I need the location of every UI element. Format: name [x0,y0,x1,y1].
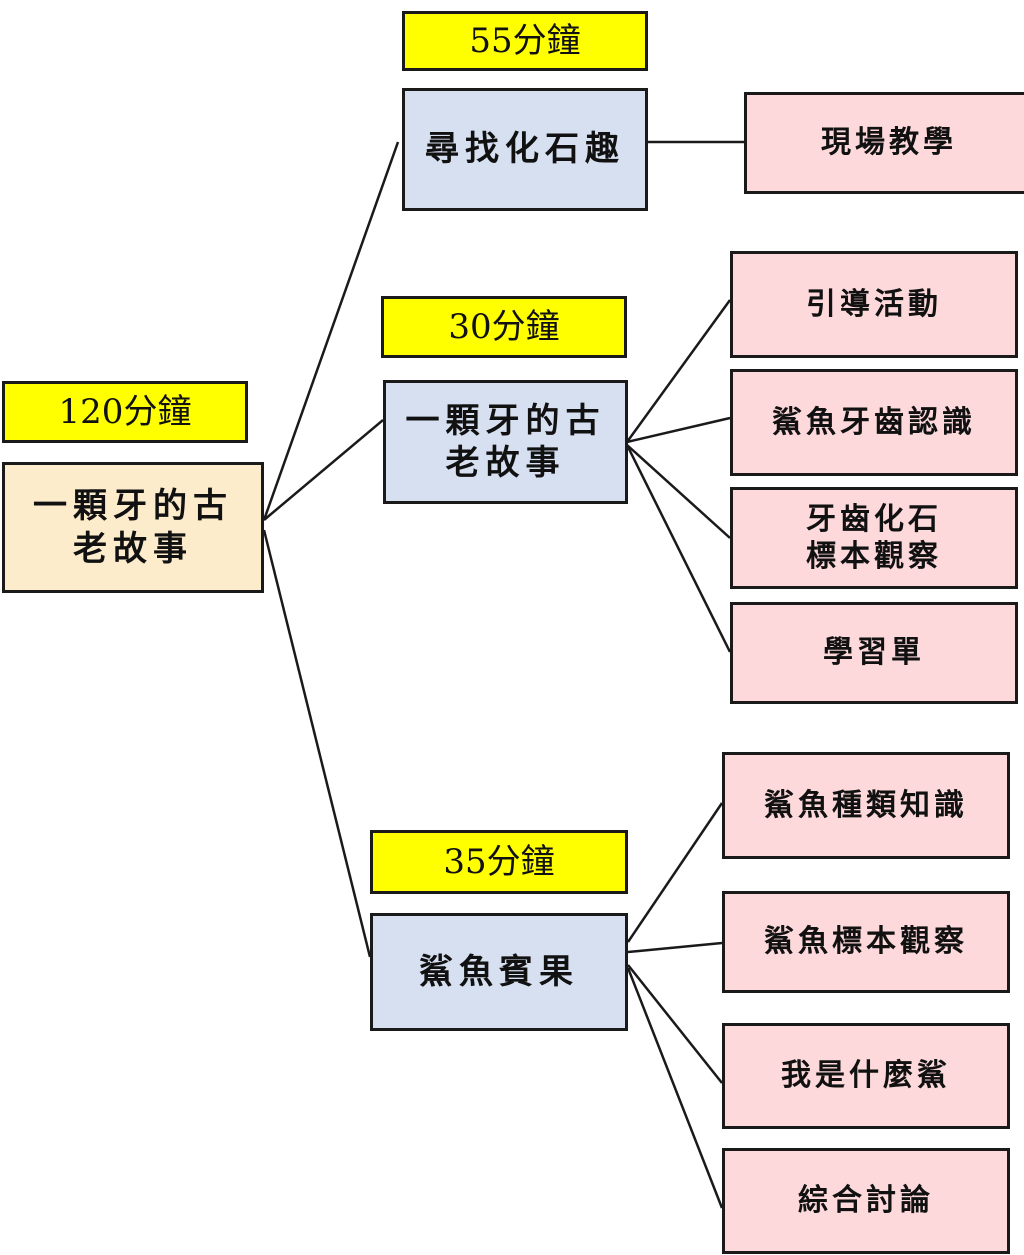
leaf-node-label: 現場教學 [821,125,957,161]
root-node: 一顆牙的古 老故事 [2,462,264,593]
branch-to-leaf-connector [626,416,731,444]
leaf-node-label: 鯊魚牙齒認識 [772,404,976,440]
leaf-node-label: 鯊魚標本觀察 [764,924,968,960]
branch-node-label: 鯊魚賓果 [419,951,579,992]
branch-to-leaf-connector [625,299,732,443]
branch-to-leaf-connector [626,802,724,943]
leaf-node: 引導活動 [730,251,1018,358]
leaf-node-label: 我是什麼鯊 [781,1058,951,1094]
branch-duration-text: 35分鐘 [443,841,555,882]
leaf-node: 我是什麼鯊 [722,1023,1010,1129]
branch-to-leaf-connector [625,444,732,653]
branch-to-leaf-connector [627,964,723,1084]
branch-node-label: 一顆牙的古 老故事 [405,400,606,484]
leaf-node-label: 牙齒化石 標本觀察 [806,501,942,575]
branch-to-leaf-connector [626,967,724,1209]
branch-node-shark-bingo: 鯊魚賓果 [370,913,628,1031]
leaf-node: 牙齒化石 標本觀察 [730,487,1018,589]
root-to-branch-connector [263,419,384,521]
root-to-branch-connector [262,529,372,958]
branch-duration-badge: 30分鐘 [381,296,627,358]
branch-to-leaf-connector [626,444,731,539]
leaf-node: 綜合討論 [722,1148,1010,1254]
branch-node-fossil-hunt: 尋找化石趣 [402,88,648,211]
leaf-node: 現場教學 [744,92,1024,194]
branch-duration-text: 30分鐘 [448,306,560,347]
branch-to-leaf-connector [627,941,723,954]
leaf-node: 學習單 [730,602,1018,704]
root-node-label: 一顆牙的古 老故事 [33,486,233,569]
leaf-node-label: 鯊魚種類知識 [764,787,968,823]
leaf-node: 鯊魚種類知識 [722,752,1010,859]
branch-node-label: 尋找化石趣 [425,129,625,170]
leaf-node-label: 綜合討論 [798,1183,934,1219]
branch-duration-text: 55分鐘 [469,20,581,61]
leaf-node: 鯊魚牙齒認識 [730,369,1018,476]
branch-node-ancient-tooth-story: 一顆牙的古 老故事 [383,380,628,504]
root-duration-badge: 120分鐘 [2,381,248,443]
root-duration-text: 120分鐘 [58,391,192,432]
leaf-node-label: 引導活動 [806,286,942,322]
leaf-node-label: 學習單 [823,635,925,671]
root-to-branch-connector [262,141,400,521]
branch-duration-badge: 55分鐘 [402,11,648,71]
branch-duration-badge: 35分鐘 [370,830,628,894]
leaf-node: 鯊魚標本觀察 [722,891,1010,993]
